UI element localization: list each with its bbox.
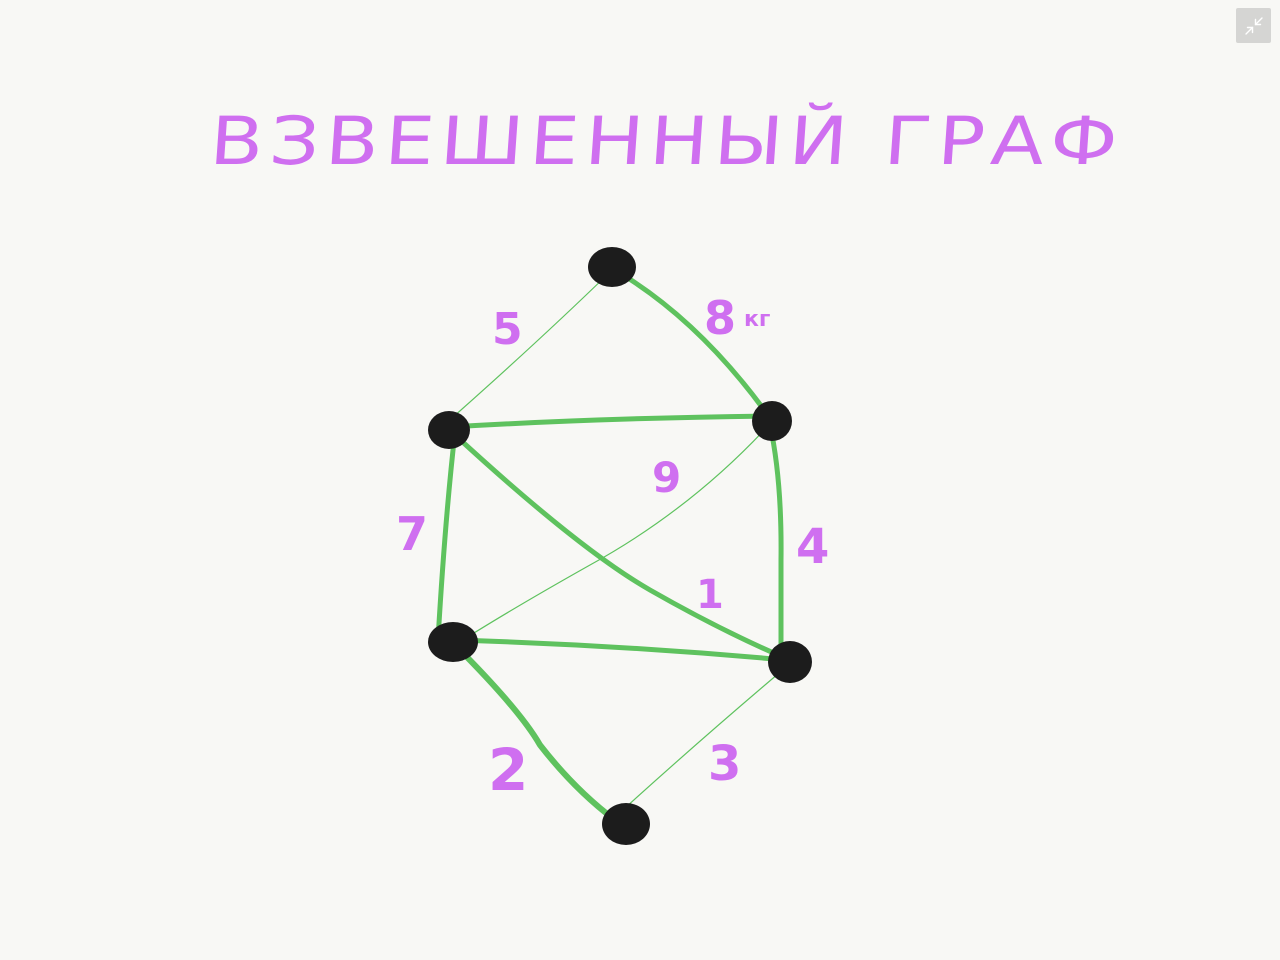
node-lower-left	[428, 622, 478, 662]
node-bottom	[602, 803, 650, 845]
exit-fullscreen-button[interactable]	[1236, 8, 1271, 43]
edge-lower-left-bottom	[452, 642, 618, 823]
weight-upper-right-lower-right: 4	[796, 519, 829, 575]
weight-upper-left-lower-left: 7	[396, 507, 428, 561]
node-lower-right	[768, 641, 812, 683]
collapse-arrows-icon	[1244, 16, 1263, 35]
edge-upper-right-lower-left	[457, 425, 769, 644]
edge-top-upper-right	[612, 267, 773, 421]
node-upper-left	[428, 411, 470, 449]
weight-lower-right-bottom: 3	[708, 736, 741, 792]
edge-upper-right-lower-right	[767, 422, 784, 658]
node-upper-right	[752, 401, 792, 441]
edge-lower-right-bottom	[624, 667, 786, 809]
weight-lower-left-bottom: 2	[488, 736, 528, 804]
weight-top-upper-right: 8	[704, 291, 736, 345]
edge-upper-left-lower-right	[452, 432, 788, 661]
edge-upper-left-lower-left	[435, 429, 458, 643]
weight-upper-right-lower-left: 9	[652, 453, 681, 502]
edge-upper-left-upper-right	[447, 413, 775, 430]
weight-upper-left-lower-right: 1	[696, 572, 724, 618]
weight-unit-kg: кг	[744, 307, 770, 332]
node-top	[588, 247, 636, 287]
edge-lower-left-lower-right	[452, 637, 788, 663]
edge-top-upper-left	[451, 271, 611, 419]
weight-top-upper-left: 5	[492, 304, 523, 355]
